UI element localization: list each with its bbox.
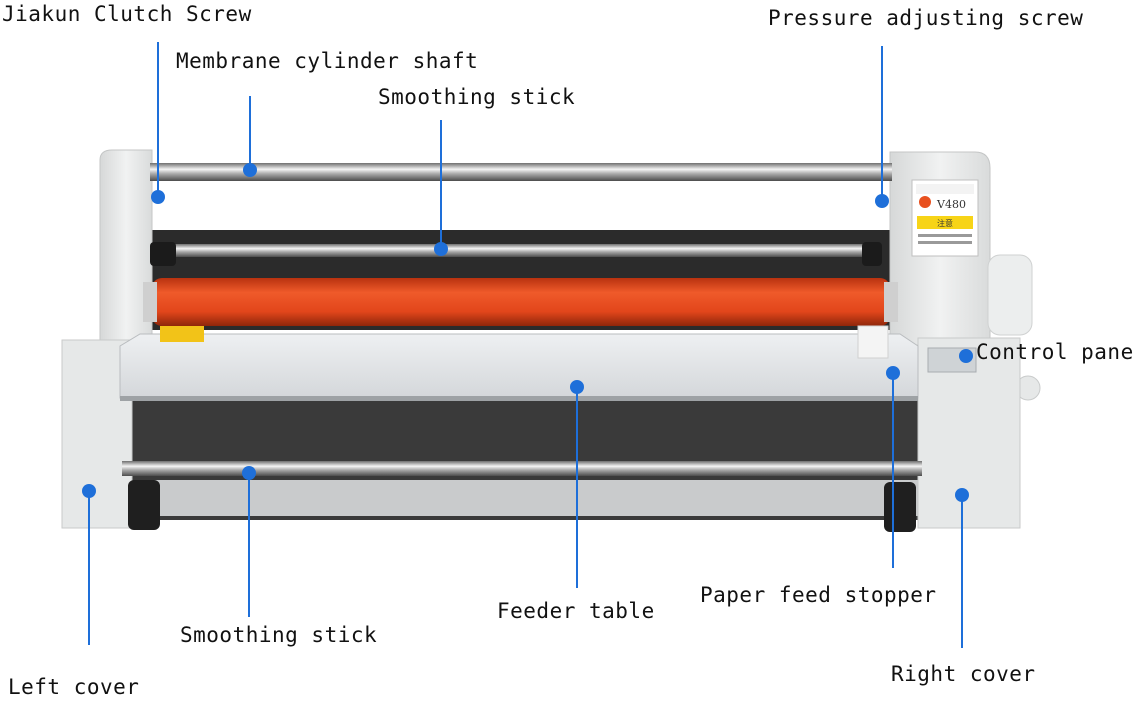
paper-feed-stopper-shape [857,325,889,359]
label-smoothing-stick-bottom: Smoothing stick [180,623,378,647]
label-left-cover: Left cover [8,675,140,699]
smoothing-stick-bottom [122,461,922,476]
right-foot [884,482,916,532]
dot-smoothing-stick-bottom [242,466,256,480]
dot-left-cover [82,484,96,498]
label-feeder-table: Feeder table [497,599,655,623]
label-paper-feed-stopper: Paper feed stopper [700,583,937,607]
dot-membrane-cylinder-shaft [243,163,257,177]
dot-paper-feed-stopper [886,366,900,380]
dot-feeder-table [570,380,584,394]
dot-right-cover [955,488,969,502]
label-smoothing-stick-top: Smoothing stick [378,85,576,109]
label-control-panel: Control pane [976,340,1134,364]
warning-text: 注意 [937,218,953,228]
model-text: V480 [936,198,966,211]
label-jiakun-clutch-screw: Jiakun Clutch Screw [2,2,252,26]
membrane-cylinder-shaft [150,163,892,181]
dot-smoothing-stick-top [434,242,448,256]
left-foot [128,480,160,530]
right-housing: V480 注意 [889,151,1041,529]
label-right-cover: Right cover [891,662,1036,686]
dot-jiakun-clutch-screw [151,190,165,204]
dot-pressure-adjusting-screw [875,194,889,208]
heat-roller [152,278,890,326]
dot-control-panel [959,349,973,363]
smoothing-stick-top [165,244,875,257]
leader-lines [88,42,963,648]
label-pressure-adjusting-screw: Pressure adjusting screw [768,6,1084,30]
label-membrane-cylinder-shaft: Membrane cylinder shaft [176,49,479,73]
feeder-table-shape [119,325,919,401]
